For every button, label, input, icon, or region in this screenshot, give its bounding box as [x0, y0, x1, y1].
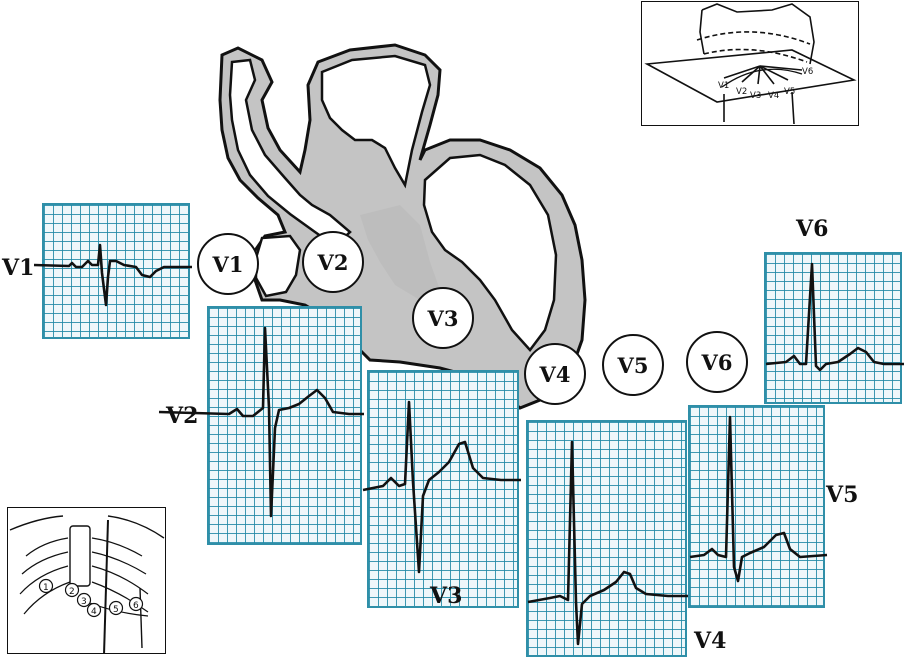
chest-label-2: 2 — [69, 587, 75, 597]
inset-label-v5: V5 — [784, 87, 795, 97]
ecg-strip-v6 — [764, 252, 904, 404]
electrode-v5: V5 — [602, 334, 664, 396]
chest-label-4: 4 — [91, 607, 97, 617]
chest-label-3: 3 — [81, 597, 87, 607]
lead-label-v5: V5 — [826, 482, 859, 508]
aortic-arch-channel — [320, 54, 432, 189]
inset-label-v2: V2 — [736, 87, 747, 97]
ecg-strip-v4 — [526, 420, 689, 657]
electrode-v3: V3 — [412, 287, 474, 349]
inset-label-v6: V6 — [802, 67, 813, 77]
electrode-v4: V4 — [524, 343, 586, 405]
ecg-trace-v2 — [158, 326, 364, 518]
left-ventricle-cavity — [422, 153, 558, 352]
ecg-trace-v4 — [527, 440, 689, 646]
ecg-strip-v5 — [688, 405, 828, 608]
inset-label-v4: V4 — [768, 91, 779, 101]
chest-label-1: 1 — [43, 583, 49, 593]
ecg-strip-v1 — [33, 203, 192, 339]
lead-label-v6: V6 — [796, 216, 829, 242]
chest-label-6: 6 — [133, 601, 139, 611]
lead-label-v2: V2 — [166, 403, 199, 429]
electrode-v6: V6 — [686, 331, 748, 393]
ecg-strip-v2 — [158, 306, 364, 545]
chest-placement-inset: 1 2 3 4 5 6 — [7, 507, 166, 654]
inset-label-v1: V1 — [718, 81, 729, 91]
chest-illustration: 1 2 3 4 5 6 — [9, 515, 165, 653]
lead-label-v4: V4 — [694, 628, 727, 654]
transverse-plane-inset: V1 V2 V3 V4 V5 V6 — [641, 1, 859, 126]
ecg-trace-v6 — [765, 262, 904, 372]
ecg-trace-v5 — [689, 415, 828, 583]
lead-label-v3: V3 — [430, 583, 463, 609]
electrode-v1: V1 — [197, 233, 259, 295]
lead-label-v1: V1 — [2, 255, 35, 281]
great-vessel-channel — [228, 58, 352, 248]
transverse-plane-illustration: V1 V2 V3 V4 V5 V6 — [644, 3, 857, 125]
ecg-trace-v3 — [362, 400, 521, 574]
septum — [360, 205, 440, 300]
ecg-strip-v3 — [362, 370, 521, 608]
inset-label-v3: V3 — [750, 91, 761, 101]
chest-label-5: 5 — [113, 605, 119, 615]
electrode-v2: V2 — [302, 231, 364, 293]
ecg-trace-v1 — [33, 243, 192, 307]
